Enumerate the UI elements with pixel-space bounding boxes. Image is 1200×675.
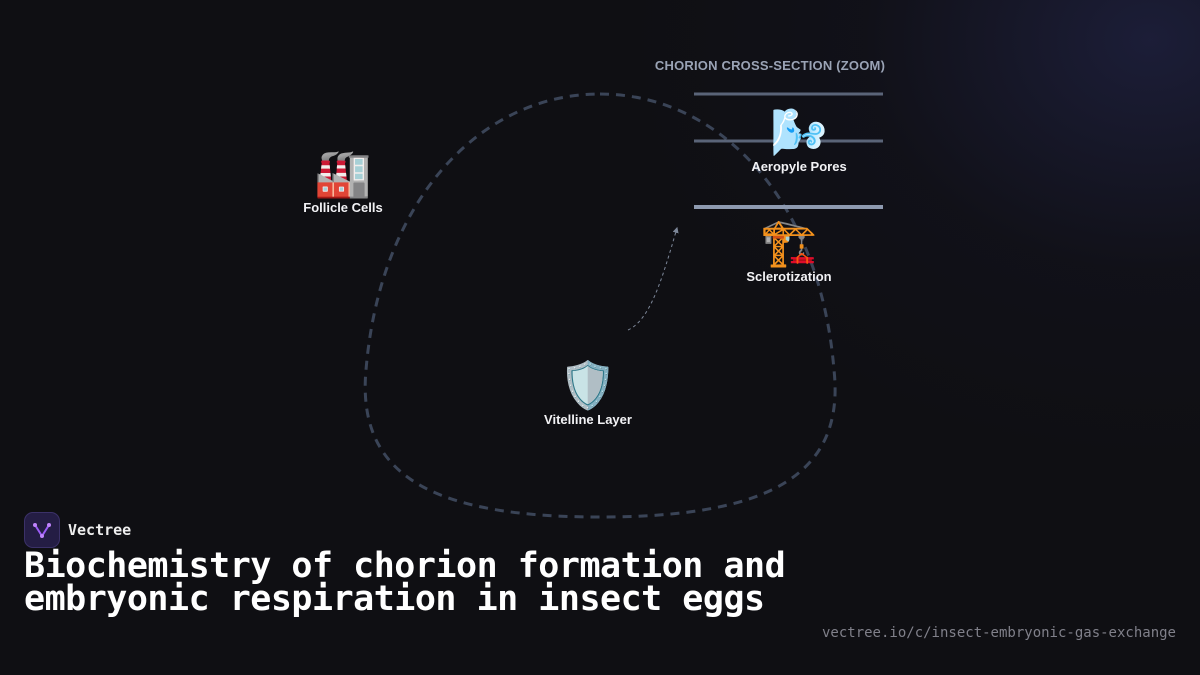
aeropyle-pores-label: Aeropyle Pores: [751, 159, 847, 174]
vitelline-layer-node: 🛡️ Vitelline Layer: [528, 360, 648, 427]
wind-face-icon: 🌬️: [770, 106, 828, 158]
sclerotization-node: 🏗️ Sclerotization: [729, 217, 849, 284]
brand[interactable]: Vectree: [24, 512, 131, 548]
follicle-cells-node: 🏭 Follicle Cells: [293, 148, 393, 215]
factory-icon: 🏭: [314, 147, 372, 199]
egg-outline: [363, 92, 837, 519]
brand-name: Vectree: [68, 521, 132, 539]
vectree-logo-icon: [24, 512, 60, 548]
follicle-cells-label: Follicle Cells: [303, 200, 383, 215]
construction-crane-icon: 🏗️: [760, 216, 818, 268]
shield-icon: 🛡️: [559, 359, 617, 411]
aeropyle-pores-node: 🌬️ Aeropyle Pores: [739, 107, 859, 174]
gas-exchange-arrow: [627, 226, 679, 331]
vitelline-layer-label: Vitelline Layer: [544, 412, 632, 427]
zoom-section-title: CHORION CROSS-SECTION (ZOOM): [654, 58, 886, 73]
page-title: Biochemistry of chorion formation and em…: [24, 546, 786, 619]
source-url[interactable]: vectree.io/c/insect-embryonic-gas-exchan…: [821, 625, 1176, 641]
sclerotization-label: Sclerotization: [746, 269, 832, 284]
